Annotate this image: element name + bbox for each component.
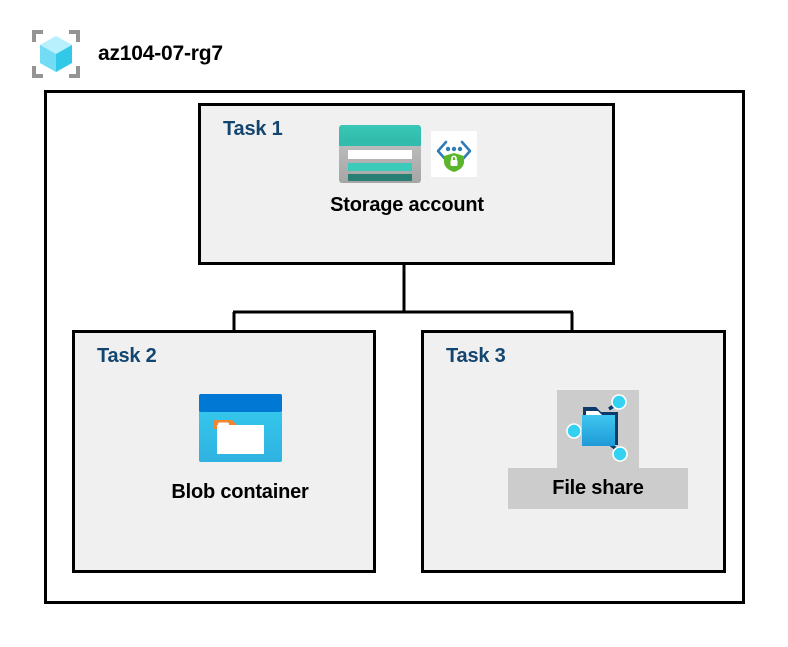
resource-group-header: az104-07-rg7 <box>28 26 223 82</box>
file-share-icon-highlight <box>557 390 639 468</box>
node-blob-container[interactable]: Blob container <box>150 392 330 504</box>
node-file-share[interactable]: File share <box>508 390 688 509</box>
secure-endpoint-shield-icon <box>431 131 477 177</box>
blob-container-icon <box>197 392 284 464</box>
task-label-task1: Task 1 <box>223 118 283 140</box>
node-caption-file-share: File share <box>552 477 644 499</box>
task-label-task2: Task 2 <box>97 345 157 367</box>
task-label-task3: Task 3 <box>446 345 506 367</box>
node-storage-account[interactable]: Storage account <box>291 123 523 217</box>
blob-container-icon-row <box>197 392 284 464</box>
resource-group-name: az104-07-rg7 <box>98 42 223 65</box>
storage-account-icon <box>337 123 423 185</box>
file-share-caption-highlight: File share <box>508 468 688 509</box>
storage-account-icon-row <box>337 123 477 185</box>
resource-group-icon <box>28 26 84 82</box>
file-share-icon <box>563 393 633 465</box>
node-caption-blob-container: Blob container <box>171 481 309 503</box>
node-caption-storage-account: Storage account <box>330 194 484 216</box>
